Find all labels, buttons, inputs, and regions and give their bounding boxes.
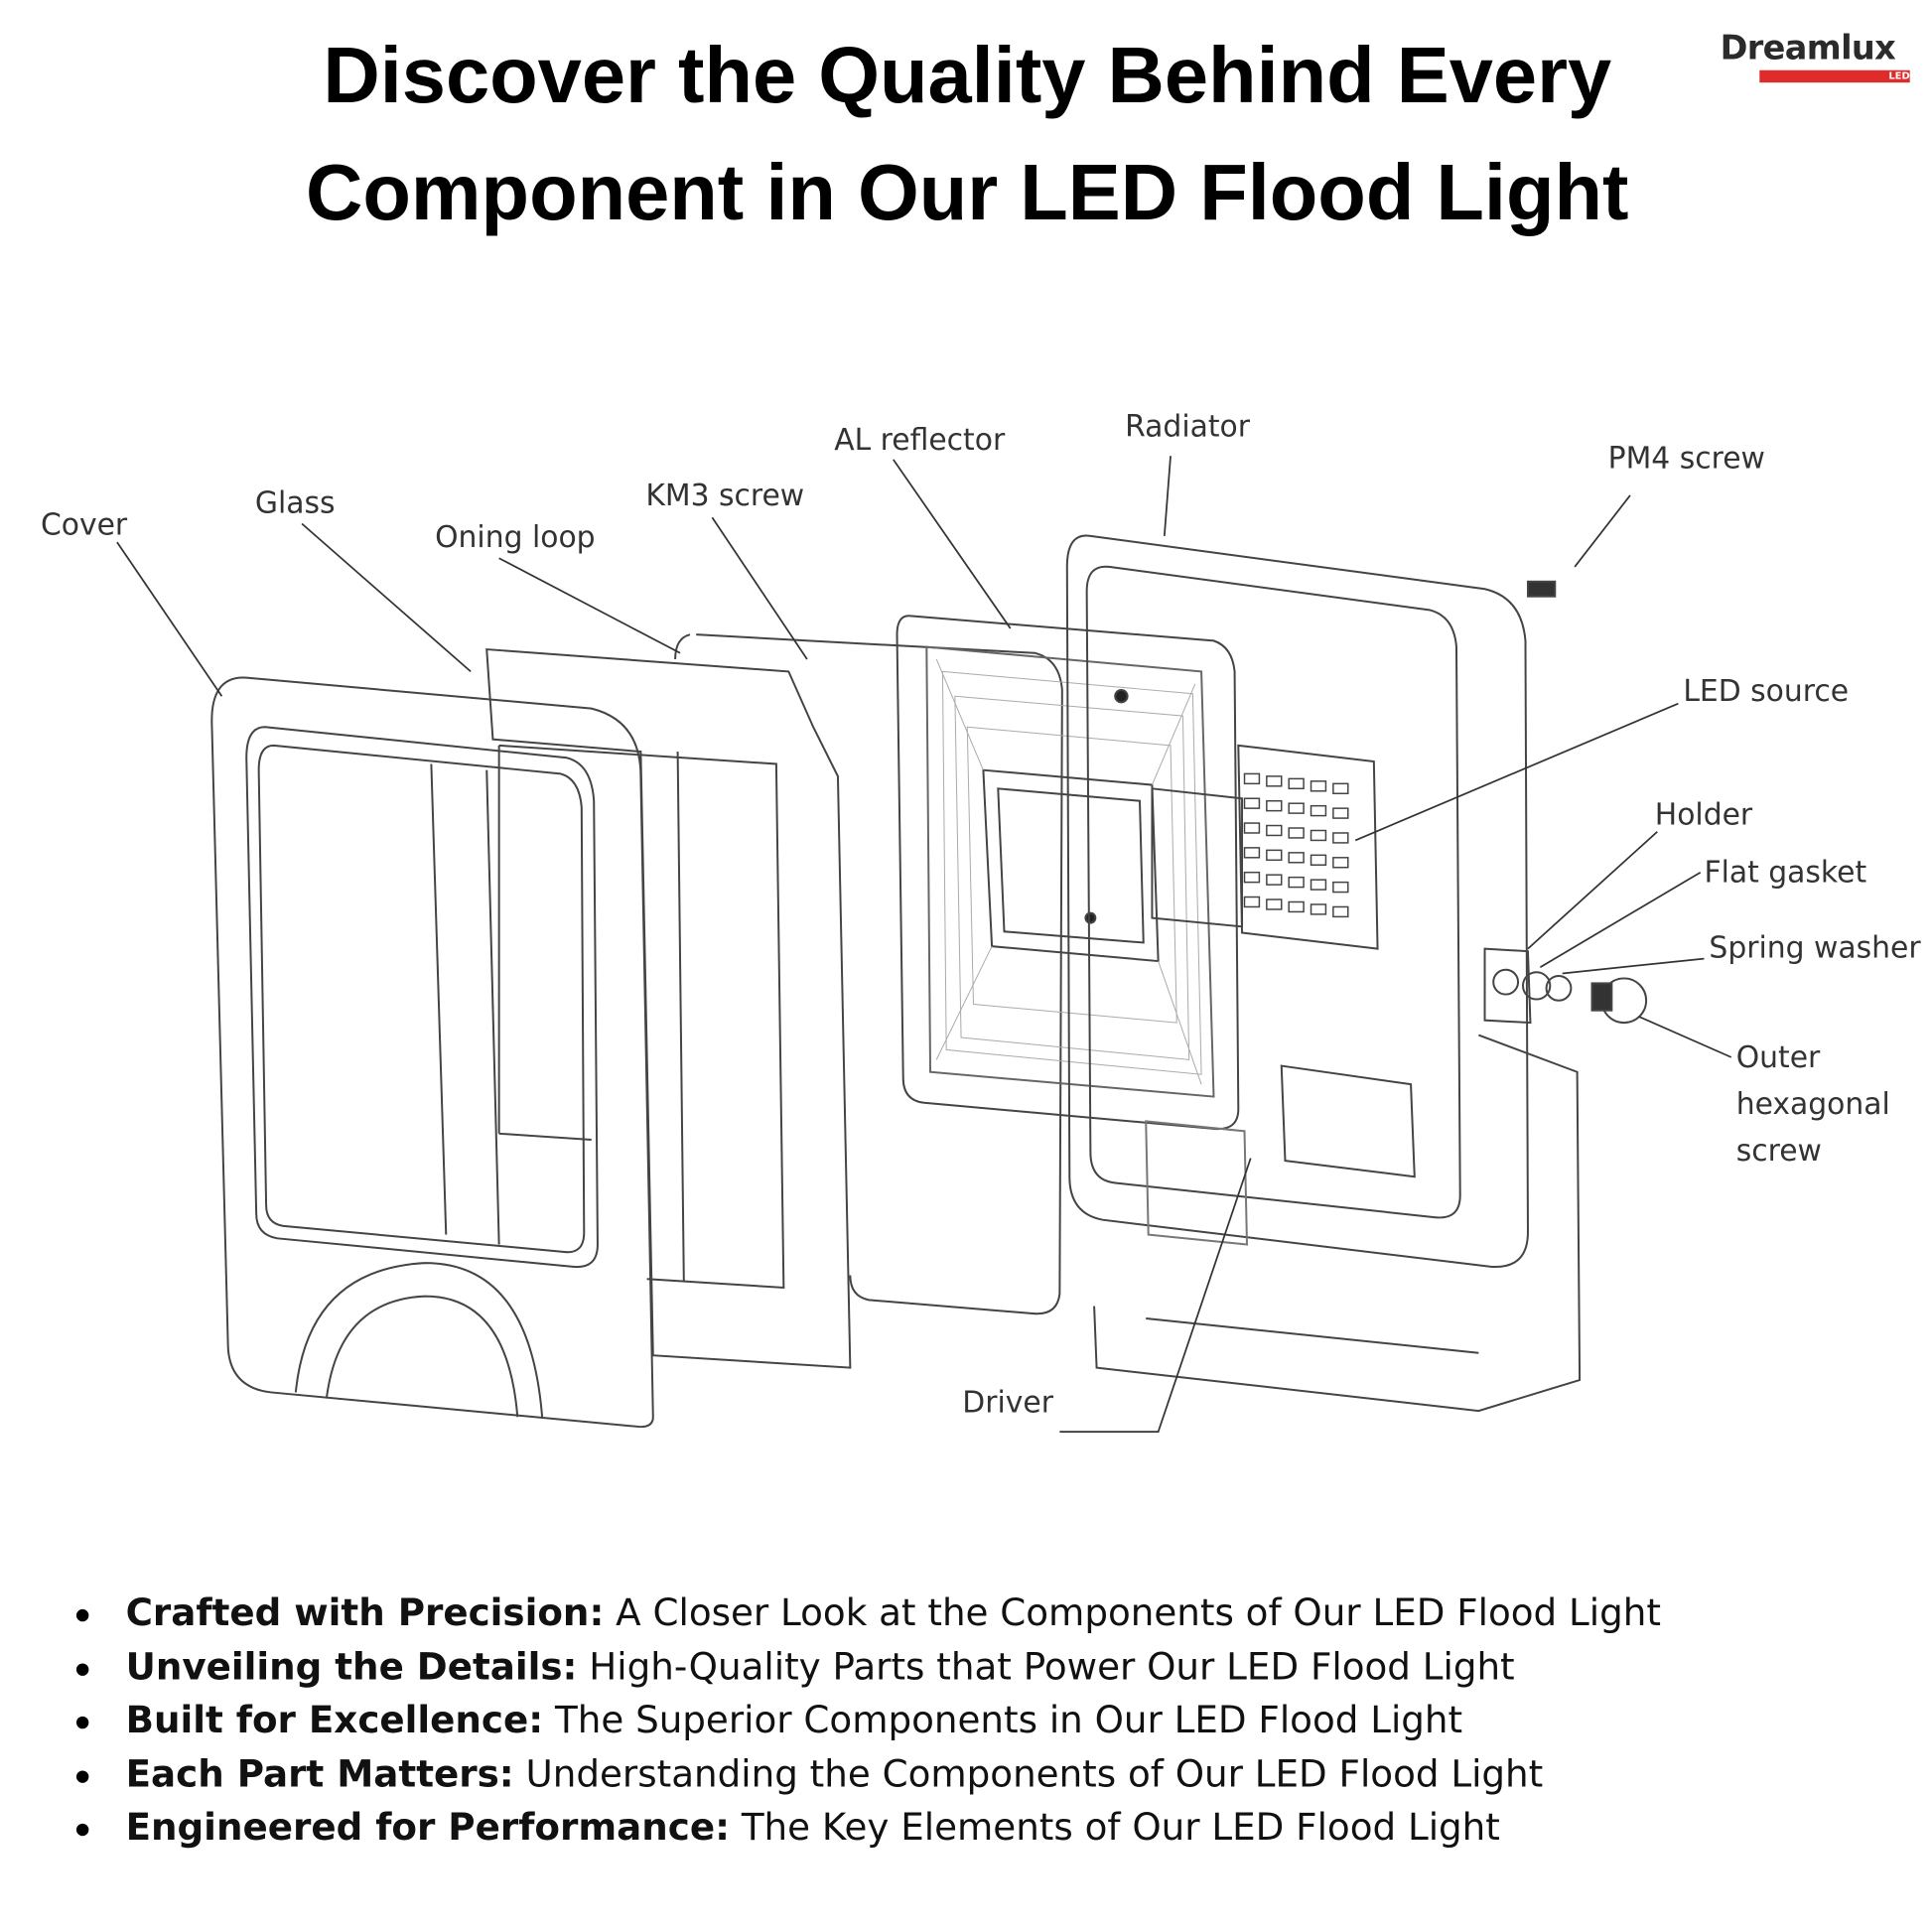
- title-line-1: Discover the Quality Behind Every: [323, 31, 1612, 120]
- label-outer-hex-line3: screw: [1735, 1133, 1822, 1169]
- feature-heading: Unveiling the Details:: [125, 1645, 578, 1689]
- label-holder: Holder: [1654, 796, 1753, 832]
- logo-led: LED: [1888, 69, 1910, 81]
- feature-item: Unveiling the Details: High-Quality Part…: [73, 1641, 1660, 1695]
- dreamlux-logo: Dreamlux LED: [1721, 32, 1915, 88]
- label-led-source: LED source: [1683, 673, 1850, 709]
- feature-item: Each Part Matters: Understanding the Com…: [73, 1748, 1660, 1802]
- feature-heading: Crafted with Precision:: [125, 1591, 605, 1635]
- label-flat-gasket: Flat gasket: [1704, 855, 1867, 891]
- label-driver: Driver: [962, 1384, 1053, 1420]
- leader-lines: [116, 456, 1732, 1434]
- hardware-parts: [1483, 580, 1648, 1025]
- label-al-reflector: AL reflector: [834, 422, 1006, 458]
- logo-bar: [1759, 69, 1910, 83]
- feature-item: Built for Excellence: The Superior Compo…: [73, 1695, 1660, 1748]
- al-reflector-part: [896, 615, 1240, 1131]
- feature-item: Crafted with Precision: A Closer Look at…: [73, 1587, 1661, 1641]
- oning-loop-part: [674, 633, 1063, 1315]
- feature-text: High-Quality Parts that Power Our LED Fl…: [577, 1645, 1515, 1689]
- title-line-2: Component in Our LED Flood Light: [306, 147, 1629, 237]
- feature-text: The Superior Components in Our LED Flood…: [543, 1699, 1463, 1742]
- radiator-part: [1065, 534, 1582, 1413]
- cover-part: [210, 676, 654, 1429]
- label-outer-hex-line2: hexagonal: [1735, 1086, 1890, 1122]
- label-spring-washer: Spring washer: [1709, 930, 1921, 965]
- feature-text: Understanding the Components of Our LED …: [513, 1752, 1544, 1796]
- page-title: Discover the Quality Behind Every Compon…: [209, 17, 1725, 251]
- label-outer-hex-line1: Outer: [1735, 1039, 1821, 1075]
- logo-word: Dreamlux: [1720, 29, 1896, 69]
- label-cover: Cover: [40, 507, 128, 543]
- label-oning-loop: Oning loop: [435, 519, 596, 555]
- feature-item: Engineered for Performance: The Key Elem…: [73, 1801, 1660, 1855]
- feature-heading: Each Part Matters:: [125, 1752, 514, 1796]
- feature-list: Crafted with Precision: A Closer Look at…: [73, 1587, 1661, 1856]
- label-pm4-screw: PM4 screw: [1607, 441, 1765, 477]
- feature-text: A Closer Look at the Components of Our L…: [604, 1591, 1661, 1635]
- label-km3-screw: KM3 screw: [645, 478, 805, 513]
- feature-heading: Engineered for Performance:: [125, 1806, 730, 1850]
- feature-text: The Key Elements of Our LED Flood Light: [729, 1806, 1500, 1850]
- glass-part: [485, 647, 852, 1369]
- label-radiator: Radiator: [1125, 409, 1251, 444]
- feature-heading: Built for Excellence:: [125, 1699, 544, 1742]
- label-glass: Glass: [254, 484, 336, 520]
